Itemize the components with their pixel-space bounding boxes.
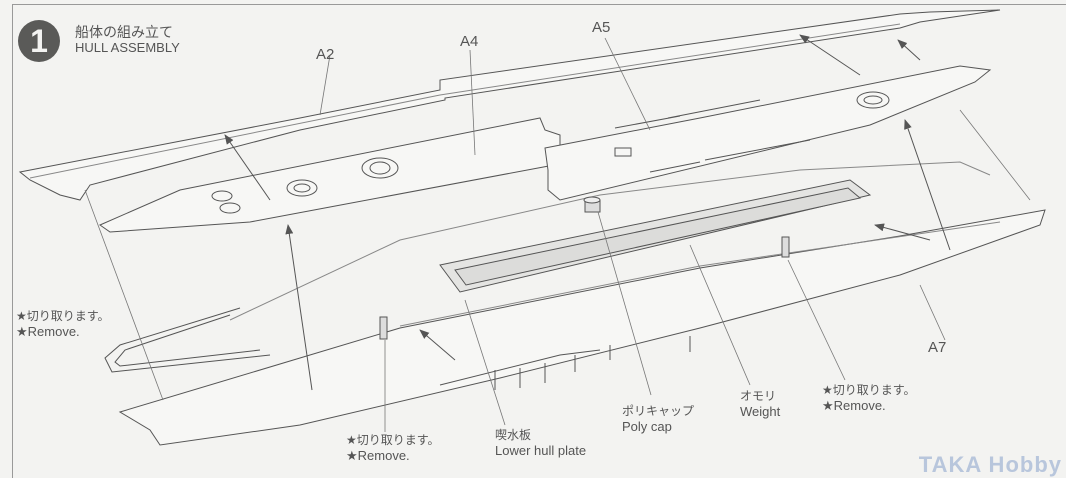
step-number-badge: 1 (18, 20, 60, 62)
remove-callout-left: ★切り取ります。 ★Remove. (16, 308, 110, 340)
weight-en: Weight (740, 404, 781, 419)
weight-jp: オモリ (740, 389, 777, 403)
step-title-en: HULL ASSEMBLY (75, 40, 180, 55)
lower-hull-plate-en: Lower hull plate (495, 443, 587, 458)
poly-cap-en: Poly cap (622, 419, 672, 434)
remove-callout-bottom: ★切り取ります。 ★Remove. (346, 432, 440, 464)
lower-hull-plate-callout: 喫水板 Lower hull plate (495, 427, 586, 459)
remove-jp: ★切り取ります。 (16, 309, 110, 323)
remove-en: ★Remove. (16, 324, 80, 339)
watermark: TAKA Hobby (918, 452, 1062, 477)
part-a5-deck (544, 65, 992, 201)
part-label-a5: A5 (592, 19, 611, 36)
page-border-left (12, 4, 13, 478)
part-a4-deck (98, 117, 571, 233)
runner-sprue (104, 307, 271, 373)
weight-callout: オモリ Weight (740, 388, 780, 420)
remove-en: ★Remove. (822, 398, 886, 413)
poly-cap-callout: ポリキャップ Poly cap (622, 403, 694, 435)
remove-callout-right: ★切り取ります。 ★Remove. (822, 382, 916, 414)
remove-en: ★Remove. (346, 448, 410, 463)
remove-jp: ★切り取ります。 (346, 433, 440, 447)
part-label-a7: A7 (928, 339, 947, 356)
page-border-top (12, 4, 1066, 5)
poly-cap-jp: ポリキャップ (622, 404, 695, 418)
step-title-jp: 船体の組み立て (75, 25, 173, 41)
lower-hull-plate-jp: 喫水板 (495, 428, 532, 442)
part-label-a2: A2 (316, 46, 335, 63)
part-label-a4: A4 (460, 33, 479, 50)
part-a2-hull-side (18, 9, 1001, 201)
remove-jp: ★切り取ります。 (822, 383, 916, 397)
